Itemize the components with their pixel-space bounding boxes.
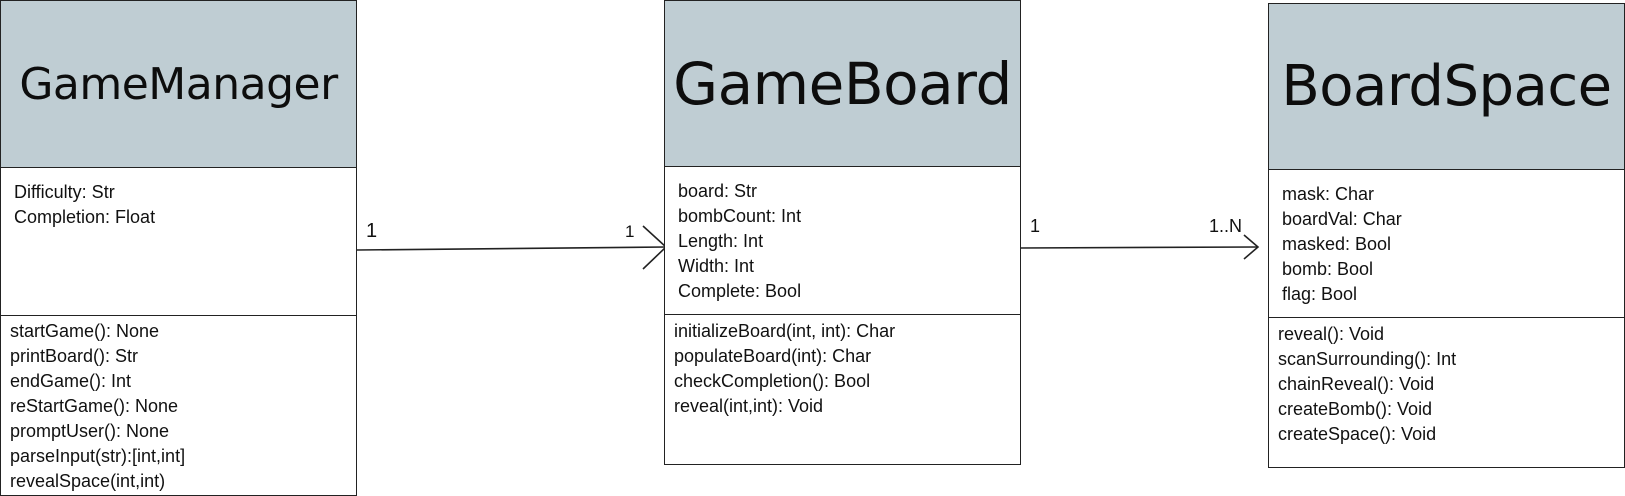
operation: createBomb(): Void — [1278, 399, 1433, 419]
operation: endGame(): Int — [10, 371, 132, 391]
attribute: Completion: Float — [14, 207, 156, 227]
operation: revealSpace(int,int) — [10, 471, 166, 491]
operation: initializeBoard(int, int): Char — [674, 321, 896, 341]
operation: printBoard(): Str — [10, 346, 139, 366]
operation: reveal(): Void — [1278, 324, 1385, 344]
operation: checkCompletion(): Bool — [674, 371, 871, 391]
attribute: Complete: Bool — [678, 281, 802, 301]
attribute: Width: Int — [678, 256, 755, 276]
association-line-manager-board — [356, 246, 667, 251]
attributes-section: board: Str bombCount: Int Length: Int Wi… — [665, 179, 1020, 304]
class-box-boardspace: BoardSpace mask: Char boardVal: Char mas… — [1268, 3, 1625, 468]
operation: populateBoard(int): Char — [674, 346, 872, 366]
attribute: masked: Bool — [1282, 234, 1392, 254]
attribute: Difficulty: Str — [14, 182, 115, 202]
attributes-section: Difficulty: Str Completion: Float — [1, 180, 356, 230]
operations-section: reveal(): Void scanSurrounding(): Int ch… — [1269, 317, 1624, 447]
operation: createSpace(): Void — [1278, 424, 1437, 444]
operation: promptUser(): None — [10, 421, 170, 441]
class-box-gamemanager: GameManager Difficulty: Str Completion: … — [0, 0, 357, 496]
class-header: GameManager — [1, 1, 356, 168]
class-header: BoardSpace — [1269, 4, 1624, 170]
multiplicity-label: 1 — [366, 220, 378, 242]
operation: reStartGame(): None — [10, 396, 179, 416]
multiplicity-label: 1..N — [1209, 216, 1243, 236]
operation: chainReveal(): Void — [1278, 374, 1435, 394]
operations-section: initializeBoard(int, int): Char populate… — [665, 314, 1020, 419]
operation: reveal(int,int): Void — [674, 396, 824, 416]
attribute: flag: Bool — [1282, 284, 1358, 304]
attribute: board: Str — [678, 181, 758, 201]
arrowhead-board-space — [1243, 234, 1260, 260]
attribute: mask: Char — [1282, 184, 1375, 204]
multiplicity-label: 1 — [1030, 216, 1041, 236]
attribute: Length: Int — [678, 231, 764, 251]
class-name: BoardSpace — [1281, 54, 1612, 119]
operation: scanSurrounding(): Int — [1278, 349, 1457, 369]
attribute: bombCount: Int — [678, 206, 802, 226]
class-name: GameManager — [19, 58, 338, 110]
attribute: bomb: Bool — [1282, 259, 1374, 279]
class-header: GameBoard — [665, 1, 1020, 167]
association-line-board-space — [1019, 246, 1259, 249]
operations-section: startGame(): None printBoard(): Str endG… — [1, 315, 356, 494]
class-name: GameBoard — [673, 49, 1012, 118]
attributes-section: mask: Char boardVal: Char masked: Bool b… — [1269, 182, 1624, 307]
multiplicity-label: 1 — [625, 222, 635, 241]
operation: parseInput(str):[int,int] — [10, 446, 186, 466]
class-box-gameboard: GameBoard board: Str bombCount: Int Leng… — [664, 0, 1021, 465]
operation: startGame(): None — [10, 321, 160, 341]
attribute: boardVal: Char — [1282, 209, 1402, 229]
